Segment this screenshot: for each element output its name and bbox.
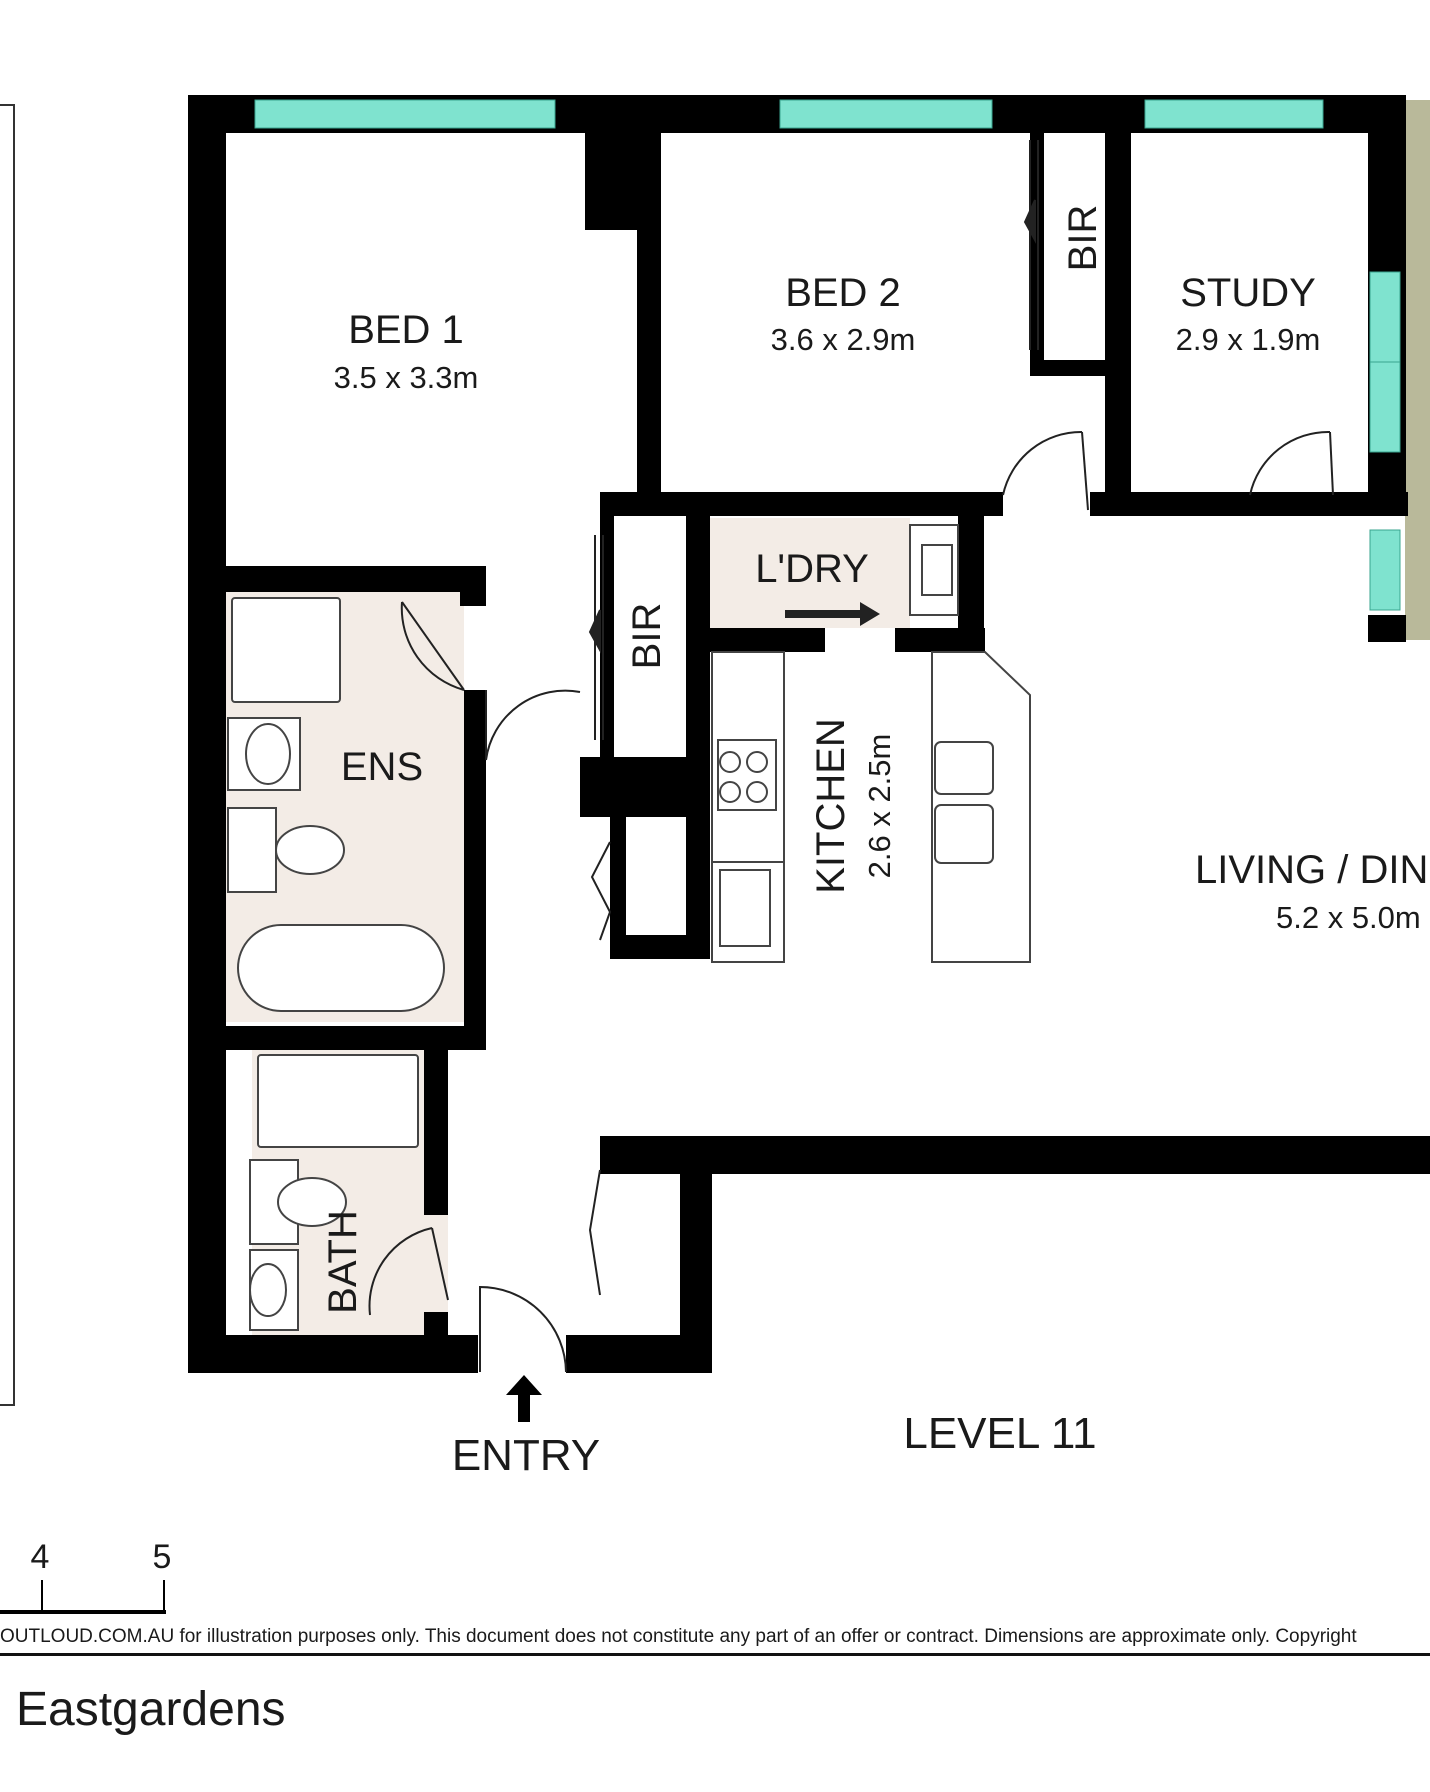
windows [254,99,1401,611]
study-dims: 2.9 x 1.9m [1176,322,1321,357]
bed1-label: BED 1 [348,308,464,352]
scale-tick-4: 4 [31,1538,50,1576]
ensuite-label: ENS [341,745,423,789]
laundry-label: L'DRY [755,547,869,591]
scale-tick-5: 5 [153,1538,172,1576]
bed2-label: BED 2 [785,271,901,315]
bed2-dims: 3.6 x 2.9m [771,322,916,357]
living-label: LIVING / DIN [1195,848,1428,892]
property-title: Eastgardens [16,1683,286,1736]
entry-arrow-icon [506,1375,542,1422]
balcony [1405,100,1430,640]
kitchen-label: KITCHEN [809,718,853,894]
bir2-label: BIR [1061,205,1105,272]
fixtures [227,524,1031,1331]
kitchen-dims: 2.6 x 2.5m [862,734,897,879]
neighbour-outline [0,104,15,1406]
living-dims: 5.2 x 5.0m [1276,900,1421,935]
doors [368,430,1334,1373]
scale-bar: 4 5 [0,1538,172,1614]
bir1-label: BIR [625,603,669,670]
arrow-right-icon [785,602,880,626]
entry-label: ENTRY [452,1431,600,1480]
bath-label: BATH [321,1210,365,1314]
disclaimer-text: OUTLOUD.COM.AU for illustration purposes… [0,1626,1357,1647]
study-label: STUDY [1180,271,1316,315]
bed1-dims: 3.5 x 3.3m [334,360,479,395]
footer-divider [0,1653,1430,1656]
level-label: LEVEL 11 [903,1409,1096,1458]
laundry-floor [710,518,910,628]
wardrobe-sliders [588,140,1039,1296]
